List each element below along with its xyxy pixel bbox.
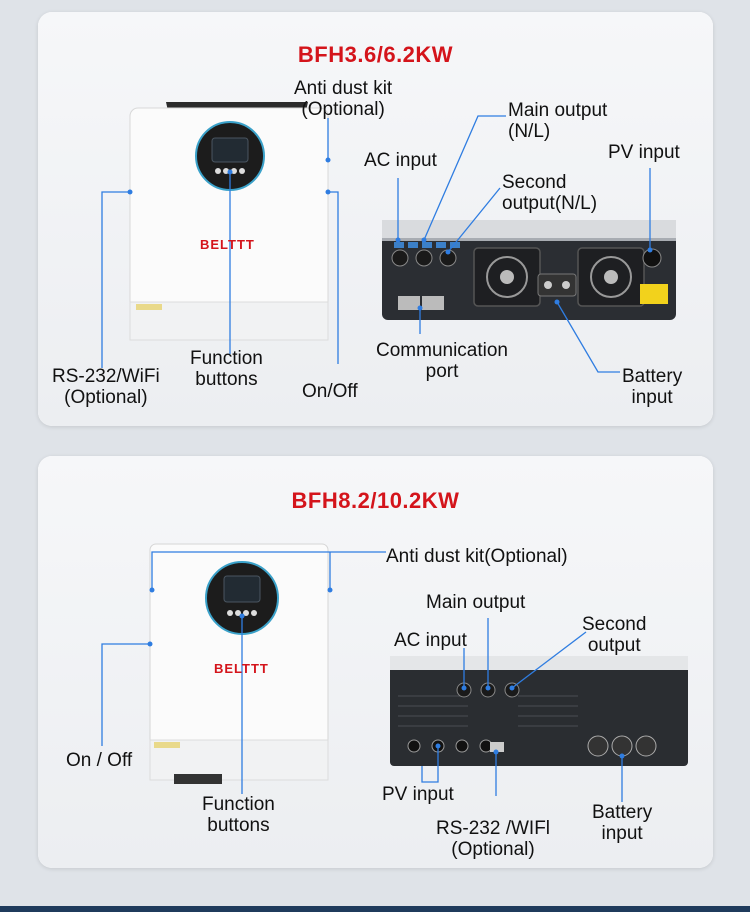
label-anti-dust: Anti dust kit(Optional)	[294, 78, 393, 120]
label-on-off: On / Off	[66, 750, 133, 771]
label-main-output: Main output	[426, 592, 526, 613]
label-rs232: RS-232/WiFi(Optional)	[52, 366, 160, 408]
label-pv-input: PV input	[382, 784, 454, 805]
panel-title: BFH8.2/10.2KW	[291, 488, 460, 513]
inverter-front-illustration	[101, 102, 676, 373]
bottom-accent-bar	[0, 906, 750, 912]
label-ac-input: AC input	[364, 150, 437, 171]
brand-logo-text: BELTTT	[200, 237, 255, 252]
label-main-output: Main output(N/L)	[508, 100, 608, 142]
panel-small-model: BFH3.6/6.2KW	[38, 12, 713, 426]
label-on-off: On/Off	[302, 381, 358, 402]
label-anti-dust: Anti dust kit(Optional)	[386, 546, 568, 567]
panel-title: BFH3.6/6.2KW	[297, 42, 454, 67]
brand-logo-text: BELTTT	[214, 661, 269, 676]
panel-large-model: BFH8.2/10.2KW	[38, 456, 713, 868]
inverter-large-illustration	[101, 543, 688, 802]
label-rs232: RS-232 /WIFl(Optional)	[436, 818, 551, 860]
label-ac-input: AC input	[394, 630, 467, 651]
label-pv-input: PV input	[608, 142, 680, 163]
